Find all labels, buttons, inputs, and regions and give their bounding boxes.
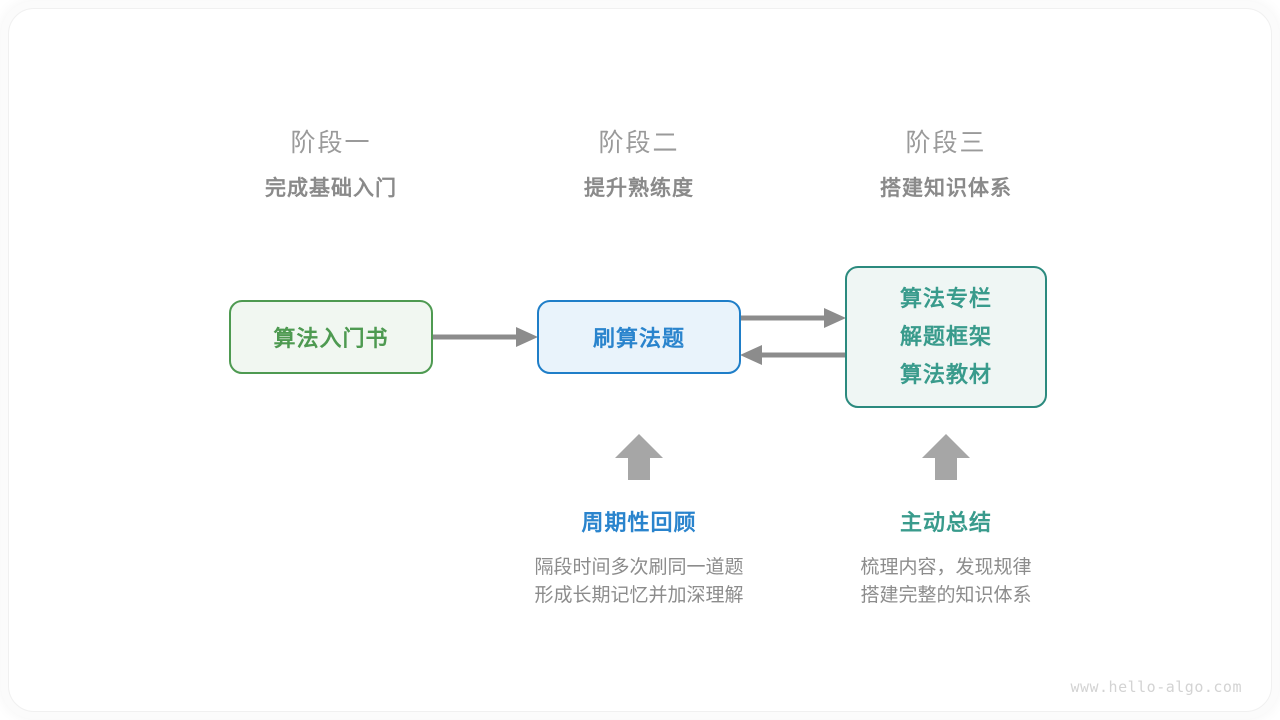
stage-3-number: 阶段三 [905,129,987,157]
stage-header-1: 阶段一 完成基础入门 [201,126,461,204]
note-active-summary: 主动总结 梳理内容，发现规律 搭建完整的知识体系 [796,508,1096,610]
note-summary-line-1: 梳理内容，发现规律 [860,557,1032,578]
note-review-title: 周期性回顾 [581,510,697,535]
note-review-body: 隔段时间多次刷同一道题 形成长期记忆并加深理解 [489,554,789,610]
stage-2-number: 阶段二 [598,129,680,157]
stage-header-3: 阶段三 搭建知识体系 [816,126,1076,204]
stage-2-title: 提升熟练度 [584,177,694,200]
node-knowledge-resources[interactable]: 算法专栏 解题框架 算法教材 [845,266,1047,408]
node-knowledge-line-1: 算法专栏 [899,286,992,311]
stage-3-title: 搭建知识体系 [880,177,1012,200]
node-practice-label: 刷算法题 [592,326,685,351]
stage-1-number: 阶段一 [290,129,372,157]
stage-header-2: 阶段二 提升熟练度 [509,126,769,204]
node-knowledge-line-3: 算法教材 [899,362,992,387]
stage-1-title: 完成基础入门 [265,177,397,200]
node-practice-problems[interactable]: 刷算法题 [537,300,741,374]
note-summary-line-2: 搭建完整的知识体系 [860,585,1032,606]
note-summary-title: 主动总结 [899,510,992,535]
note-periodic-review: 周期性回顾 隔段时间多次刷同一道题 形成长期记忆并加深理解 [489,508,789,610]
note-review-line-1: 隔段时间多次刷同一道题 [534,557,744,578]
node-knowledge-line-2: 解题框架 [899,324,992,349]
node-algorithm-intro-book[interactable]: 算法入门书 [229,300,433,374]
node-book-label: 算法入门书 [273,326,389,351]
note-review-line-2: 形成长期记忆并加深理解 [534,585,744,606]
note-summary-body: 梳理内容，发现规律 搭建完整的知识体系 [796,554,1096,610]
watermark: www.hello-algo.com [1070,678,1242,696]
